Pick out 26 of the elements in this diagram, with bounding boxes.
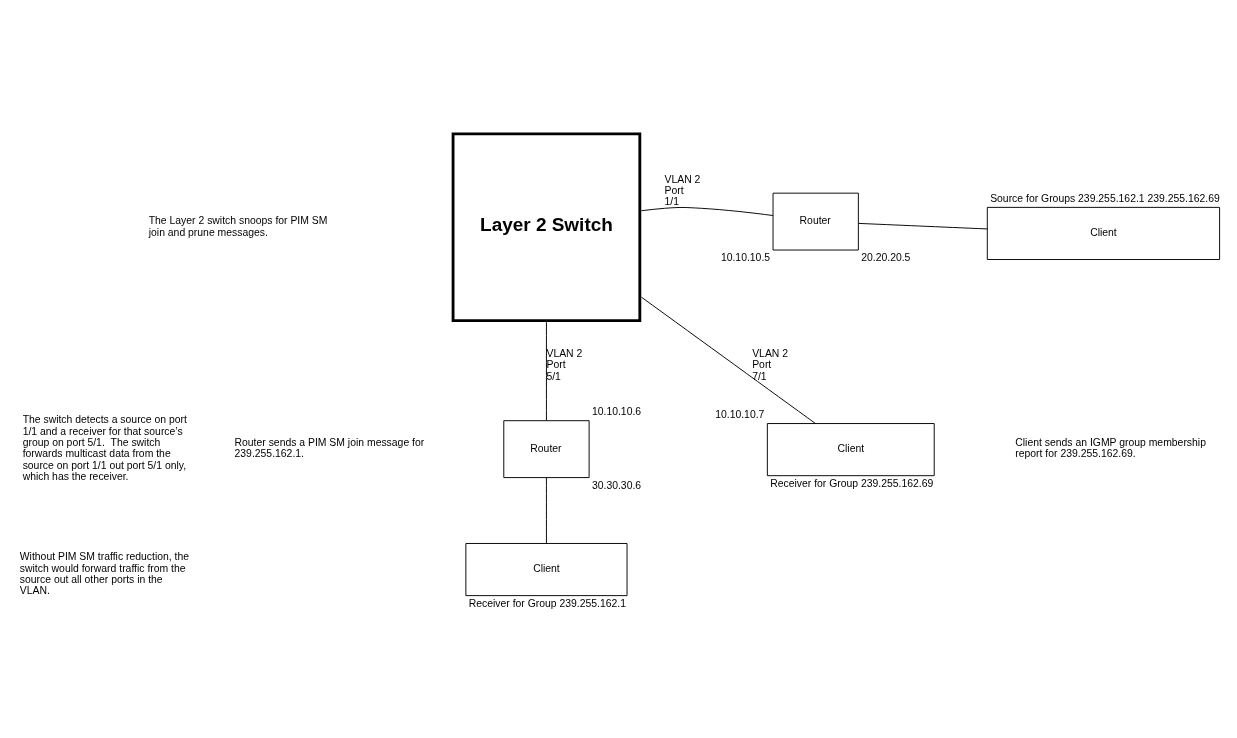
node-label: 10.10.10.6 — [591, 405, 642, 417]
node-label: 30.30.30.6 — [591, 479, 642, 491]
node-box: Router — [503, 419, 590, 478]
node-box: Client — [986, 206, 1221, 260]
connector — [858, 222, 988, 229]
node-box: Router — [772, 192, 859, 250]
node-label: Source for Groups 239.255.162.1 239.255.162.69 — [990, 192, 1220, 203]
node-label: 10.10.10.5 — [720, 251, 771, 263]
connector — [641, 206, 774, 216]
edge-label: VLAN 2 Port 1/1 — [664, 173, 701, 207]
connector — [545, 476, 547, 544]
node-box: Client — [465, 542, 628, 596]
connector — [641, 296, 816, 424]
label: Router sends a PIM SM join message for 239.255.162.1. — [234, 436, 425, 459]
node-box: Client — [766, 422, 935, 476]
node-label: 20.20.20.5 — [861, 251, 911, 263]
label: Without PIM SM traffic reduction, the switch would forward traffic from the source out all other ports in the VLAN. — [19, 550, 190, 596]
node-box: Layer 2 Switch — [451, 132, 642, 322]
edge-label: VLAN 2 Port 7/1 — [752, 347, 789, 382]
label: The switch detects a source on port 1/1 and a receiver for that source’s group on port 5/1. The switch forwards multicast data from the source on port 1/1 out port 5/1 only, which has the receiver. — [22, 413, 187, 482]
label: Client sends an IGMP group membership report for 239.255.162.69. — [1015, 436, 1206, 459]
node-label: Receiver for Group 239.255.162.69 — [770, 477, 934, 489]
node-label: 10.10.10.7 — [715, 408, 765, 420]
label: The Layer 2 switch snoops for PIM SM join and prune messages. — [148, 214, 328, 238]
node-label: Receiver for Group 239.255.162.1 — [468, 597, 627, 609]
connector — [545, 321, 547, 421]
